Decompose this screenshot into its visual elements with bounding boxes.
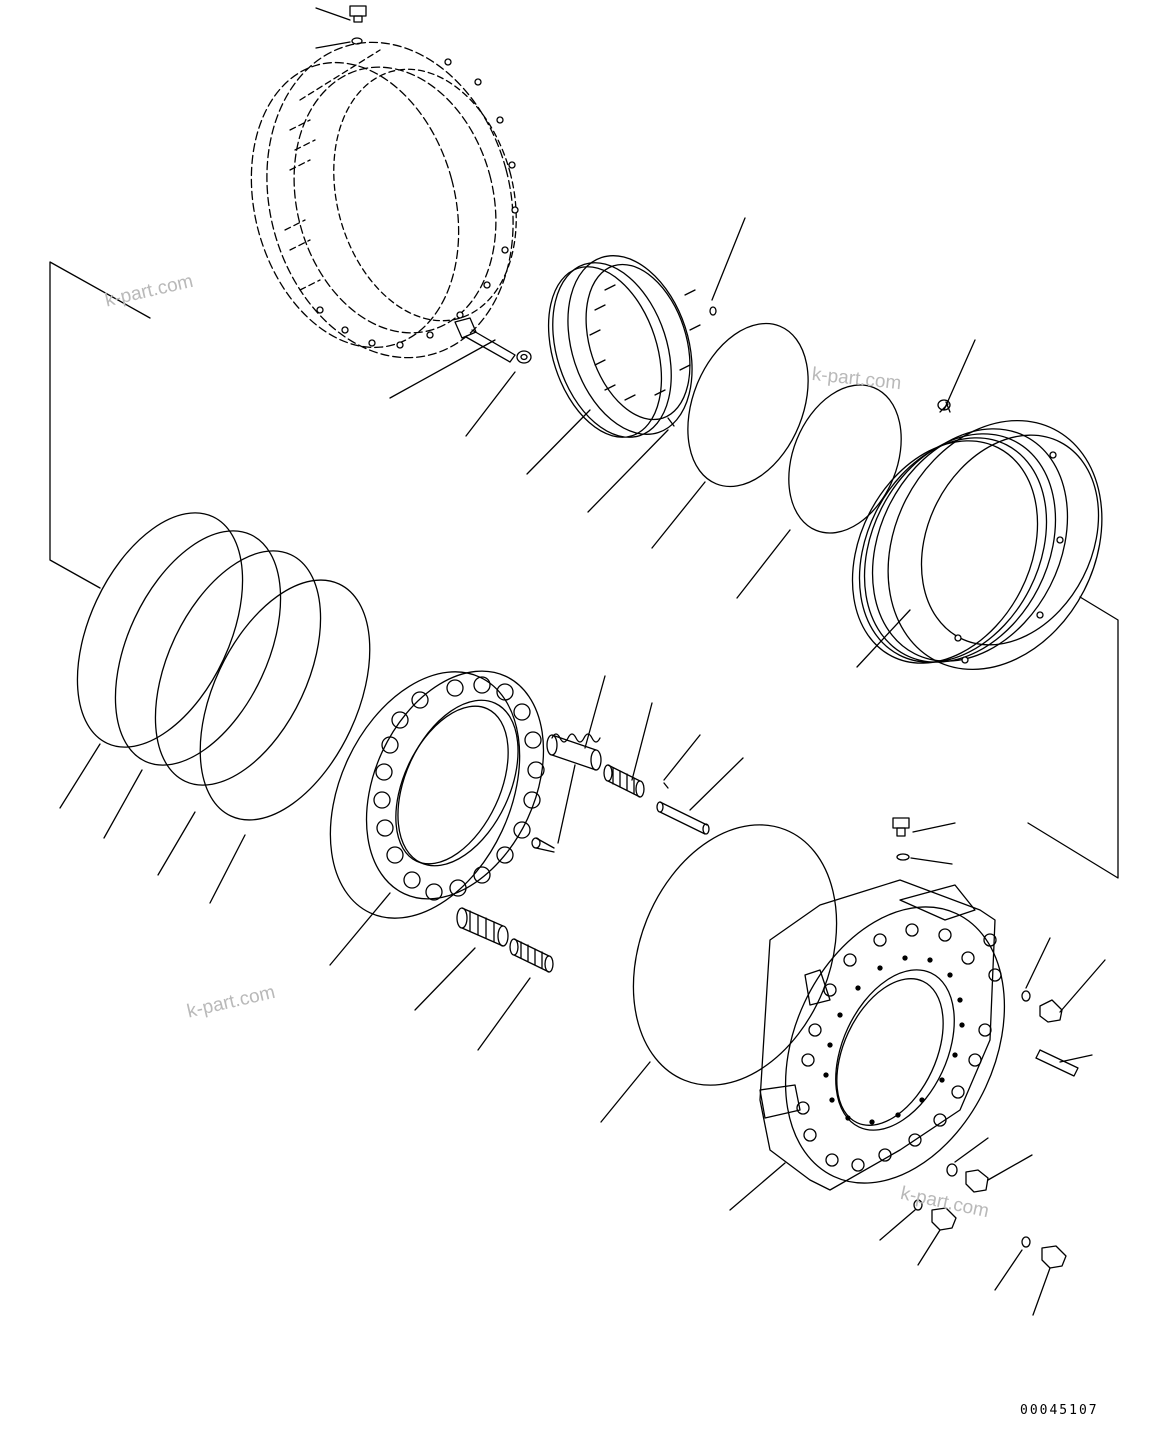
housing-top-bolt [315,5,367,49]
carrier-top-bolt [892,817,956,865]
hex-bolt [389,317,516,399]
assembly-bracket-right [1027,596,1119,879]
o-ring-large-bottom [600,824,838,1123]
o-ring-large [651,322,809,549]
reference-number: 00045107 [1020,1403,1099,1418]
outer-housing-dashed [250,41,519,359]
snap-ring-2 [103,530,282,839]
assembly-bracket-left [49,261,151,589]
spring-large-lower [414,907,509,1011]
spring-small-lower [477,938,554,1051]
piston [329,670,545,966]
o-ring-small-2 [946,1137,989,1177]
o-ring-small-1 [1021,937,1051,1002]
snap-ring-4 [199,579,371,904]
brake-ring [526,255,701,475]
spring-small-upper [603,702,653,798]
o-ring-small-4 [994,1236,1031,1291]
piston-ring-right [851,339,1103,671]
plug-bolt-4 [1032,1245,1067,1316]
pin-small [587,217,746,513]
washer [465,350,532,437]
snap-ring-1 [59,512,244,809]
carrier-housing [729,879,1006,1211]
pin-shaft [656,734,744,835]
plug-bolt-1 [1039,959,1106,1023]
spring-large-upper [546,675,606,771]
plug-bolt-3 [917,1207,957,1266]
snap-ring-3 [154,550,322,876]
dowel-pin [531,764,576,853]
plug-bolt-2 [965,1154,1033,1193]
o-ring-small-3 [879,1199,923,1241]
stud-bolt [1035,1049,1093,1077]
